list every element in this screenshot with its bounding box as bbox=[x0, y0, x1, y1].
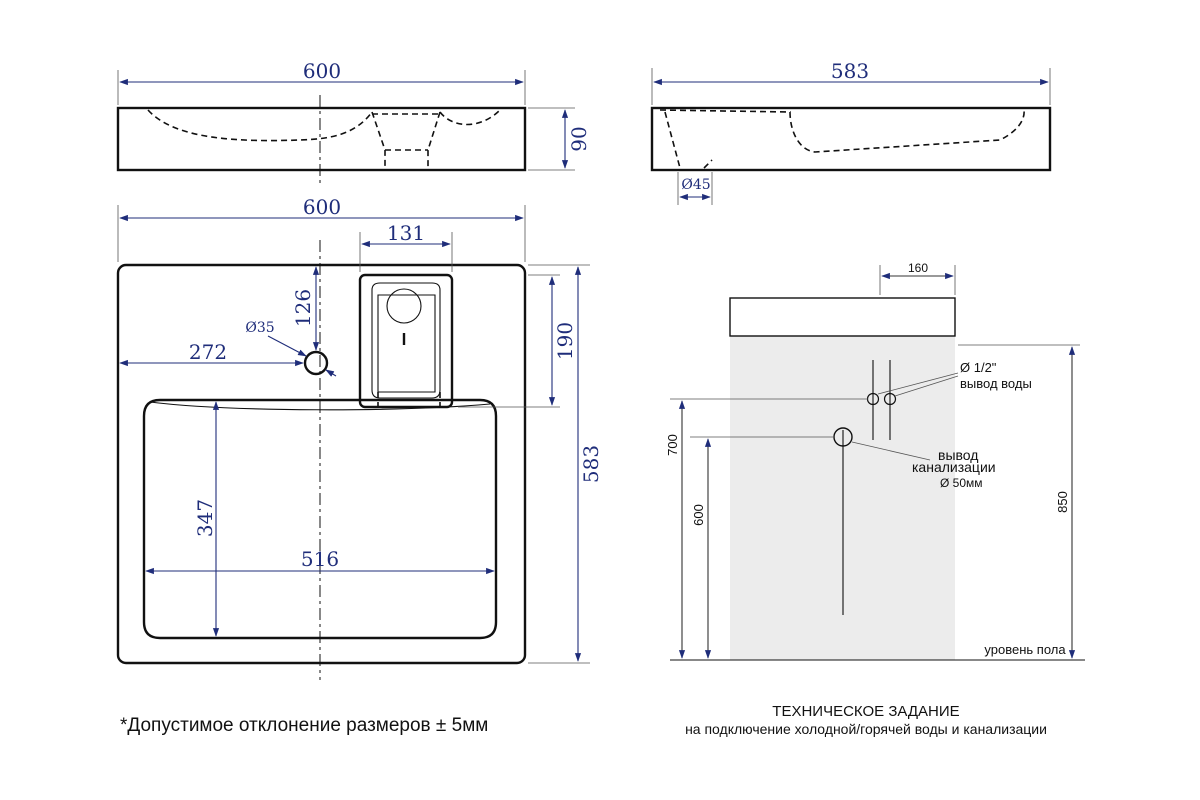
drain-diameter-dimension: Ø45 bbox=[681, 177, 710, 193]
water-outlet-label-2: вывод воды bbox=[960, 376, 1032, 391]
side-length-dimension: 583 bbox=[831, 59, 869, 83]
front-height-dimension: 90 bbox=[567, 126, 591, 151]
sewer-label-2: канализации bbox=[912, 459, 996, 475]
spec-title: ТЕХНИЧЕСКОЕ ЗАДАНИЕ bbox=[772, 703, 959, 720]
hole-offset-vertical-dimension: 126 bbox=[291, 289, 315, 327]
sewer-label-3: Ø 50мм bbox=[940, 476, 983, 490]
sink-side-profile bbox=[729, 297, 956, 337]
water-outlet-label: Ø 1/2" bbox=[960, 360, 997, 375]
hot-water-outlet bbox=[883, 392, 897, 406]
side-elevation-view: 583 Ø45 bbox=[650, 59, 1052, 205]
front-elevation-view: 600 90 bbox=[116, 59, 591, 185]
plan-width-dimension: 600 bbox=[303, 195, 341, 219]
floor-level-label: уровень пола bbox=[984, 642, 1066, 657]
height-600-dimension: 600 bbox=[691, 504, 706, 526]
faucet-width-dimension: 131 bbox=[387, 221, 425, 245]
installation-view: уровень пола 160 Ø 1/2" вывод воды вывод… bbox=[665, 261, 1085, 661]
front-width-dimension: 600 bbox=[303, 59, 341, 83]
spec-subtitle: на подключение холодной/горячей воды и к… bbox=[685, 721, 1047, 737]
tolerance-note: *Допустимое отклонение размеров ± 5мм bbox=[120, 715, 488, 736]
height-700-dimension: 700 bbox=[665, 434, 680, 456]
hole-diameter-dimension: Ø35 bbox=[245, 320, 274, 336]
sewer-label-1: вывод bbox=[938, 447, 978, 463]
bowl-depth-dimension: 347 bbox=[193, 499, 217, 537]
plan-depth-dimension: 583 bbox=[579, 445, 603, 483]
faucet-depth-dimension: 190 bbox=[553, 322, 577, 360]
pipe-spacing-dimension: 160 bbox=[908, 261, 928, 275]
height-850-dimension: 850 bbox=[1055, 491, 1070, 513]
plan-view: 600 131 126 Ø35 272 190 583 347 516 bbox=[116, 195, 603, 680]
hole-offset-horizontal-dimension: 272 bbox=[189, 340, 227, 364]
bowl-width-dimension: 516 bbox=[301, 547, 339, 571]
